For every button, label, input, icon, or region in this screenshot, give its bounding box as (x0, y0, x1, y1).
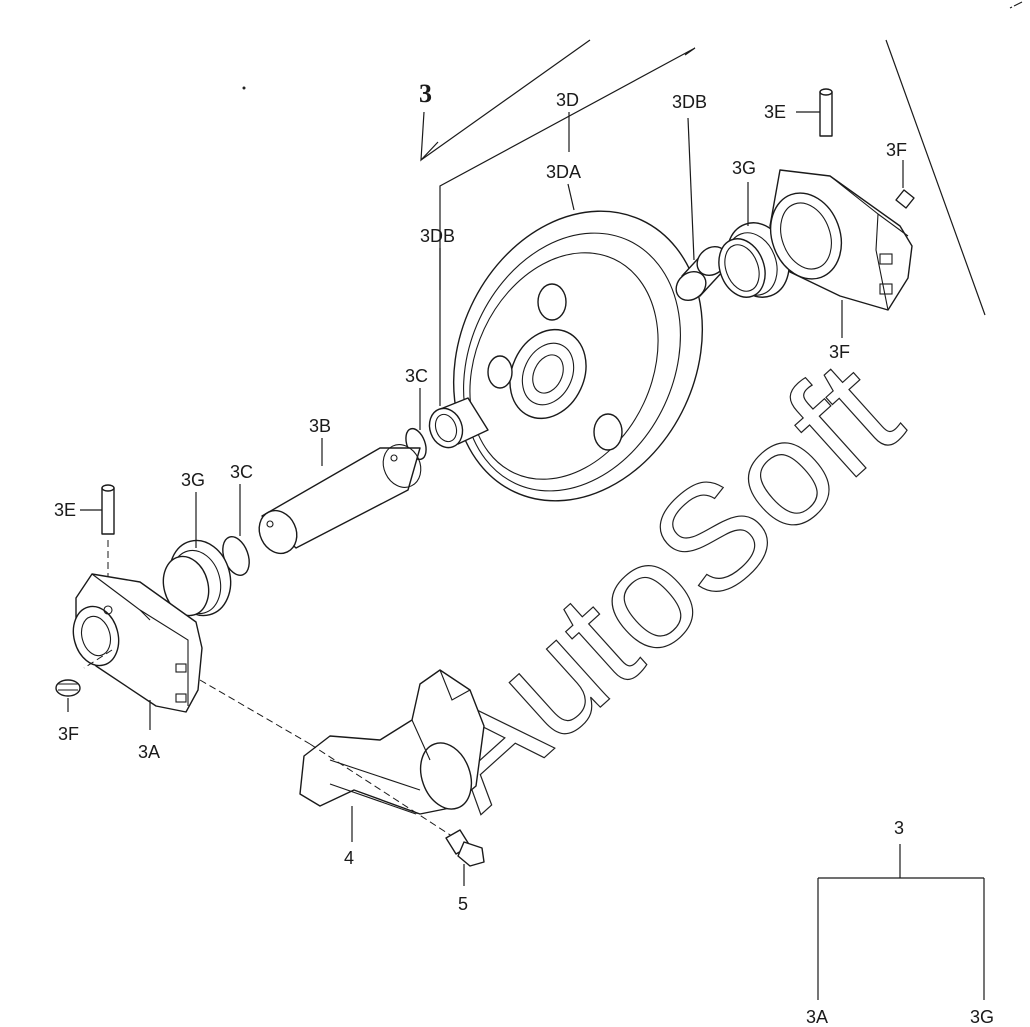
assembly-bracket: 3 (419, 39, 986, 316)
speck-mark (242, 86, 246, 90)
label-3C-top: 3C (405, 366, 428, 386)
label-4: 4 (344, 848, 354, 868)
label-3DA: 3DA (546, 162, 581, 182)
speck-mark (1009, 1, 1023, 9)
label-3G-top: 3G (732, 158, 756, 178)
label-5: 5 (458, 894, 468, 914)
pin-right (819, 88, 833, 137)
label-3A: 3A (138, 742, 160, 762)
assembly-line (83, 649, 113, 669)
label-3E-left: 3E (54, 500, 76, 520)
assembly-line (199, 679, 311, 745)
assembly-number: 3 (419, 79, 432, 108)
tree-root-label: 3 (894, 818, 904, 838)
part-labels: 3D 3DA 3DB 3E 3F 3G 3F 3DB 3C 3B 3G 3C 3… (54, 90, 907, 914)
label-3C-left: 3C (230, 462, 253, 482)
tree-left-label: 3A (806, 1007, 828, 1027)
bearing-block-left (72, 573, 203, 713)
floating-seal-left (162, 539, 232, 617)
label-3B: 3B (309, 416, 331, 436)
leader-lines (67, 111, 904, 886)
bolt (445, 829, 485, 867)
tree-right-label: 3G (970, 1007, 994, 1027)
idler-shaft (258, 444, 422, 555)
idler-wheel (452, 210, 704, 502)
label-3D: 3D (556, 90, 579, 110)
label-3DB-top: 3DB (672, 92, 707, 112)
label-3F-top: 3F (886, 140, 907, 160)
bushing-left (428, 397, 489, 449)
composition-tree: 3 3A 3G (806, 818, 994, 1027)
label-3DB-left: 3DB (420, 226, 455, 246)
label-3G-left: 3G (181, 470, 205, 490)
bearing-block-right (769, 169, 913, 311)
pin-left (101, 484, 115, 608)
label-3F-left: 3F (58, 724, 79, 744)
label-3F-right: 3F (829, 342, 850, 362)
support-bracket (299, 669, 485, 841)
plug-left (55, 679, 81, 697)
label-3E-top: 3E (764, 102, 786, 122)
plug-right (895, 189, 915, 209)
